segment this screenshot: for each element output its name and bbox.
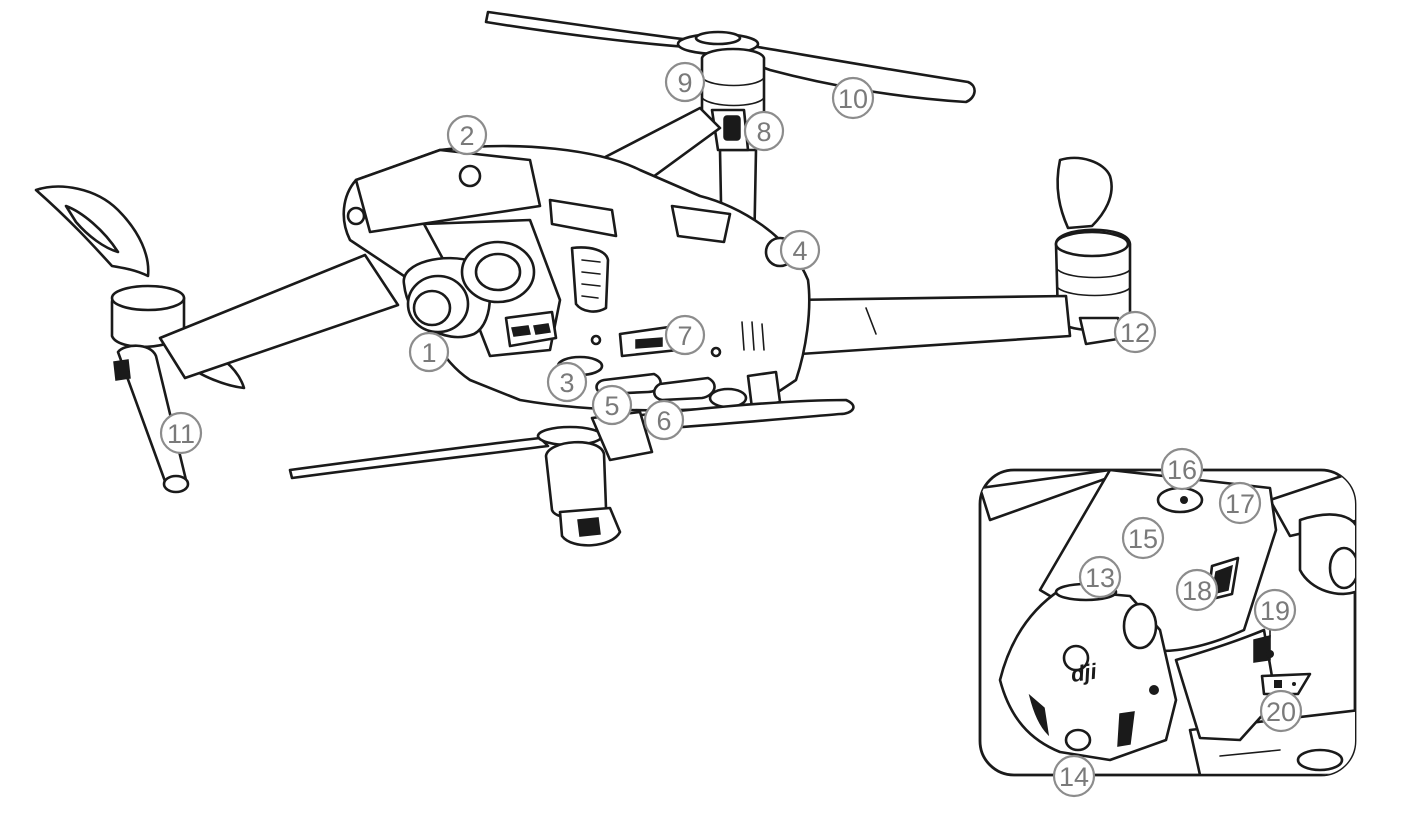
svg-text:4: 4 bbox=[792, 236, 807, 266]
callout-17: 17 bbox=[1218, 481, 1262, 525]
callout-6: 6 bbox=[643, 399, 685, 441]
callout-19: 19 bbox=[1253, 588, 1297, 632]
callout-14: 14 bbox=[1052, 754, 1096, 798]
callout-5: 5 bbox=[591, 384, 633, 426]
svg-text:3: 3 bbox=[559, 368, 574, 398]
svg-text:15: 15 bbox=[1128, 524, 1158, 554]
callout-7: 7 bbox=[664, 314, 706, 356]
svg-text:11: 11 bbox=[167, 419, 195, 449]
callouts: 1 2 3 4 5 6 7 8 9 10 11 12 13 14 15 16 1… bbox=[159, 61, 1303, 798]
port-cover bbox=[1260, 672, 1312, 696]
svg-text:20: 20 bbox=[1266, 697, 1296, 727]
svg-text:17: 17 bbox=[1225, 489, 1255, 519]
callout-4: 4 bbox=[779, 229, 821, 271]
callout-10: 10 bbox=[831, 76, 875, 120]
svg-text:2: 2 bbox=[459, 121, 474, 151]
right-front-arm bbox=[777, 156, 1132, 356]
callout-1: 1 bbox=[408, 331, 450, 373]
motor-indicator bbox=[723, 115, 741, 141]
svg-text:9: 9 bbox=[677, 68, 692, 98]
svg-text:5: 5 bbox=[604, 391, 619, 421]
callout-12: 12 bbox=[1113, 310, 1157, 354]
callout-20: 20 bbox=[1259, 689, 1303, 733]
bottom-propeller-motor bbox=[288, 398, 855, 547]
svg-text:6: 6 bbox=[656, 406, 671, 436]
inset-detail: dji bbox=[978, 468, 1357, 777]
power-led bbox=[1180, 496, 1188, 504]
callout-2: 2 bbox=[446, 114, 488, 156]
callout-9: 9 bbox=[664, 61, 706, 103]
svg-text:7: 7 bbox=[677, 321, 692, 351]
callout-18: 18 bbox=[1175, 568, 1219, 612]
callout-16: 16 bbox=[1160, 447, 1204, 491]
svg-text:1: 1 bbox=[421, 338, 436, 368]
svg-text:16: 16 bbox=[1167, 455, 1197, 485]
callout-15: 15 bbox=[1121, 516, 1165, 560]
drone-illustration bbox=[34, 10, 1132, 547]
svg-text:8: 8 bbox=[756, 117, 771, 147]
svg-text:19: 19 bbox=[1260, 596, 1290, 626]
gimbal-camera bbox=[402, 218, 562, 358]
callout-8: 8 bbox=[743, 110, 785, 152]
dji-logo: dji bbox=[1069, 658, 1099, 686]
callout-11: 11 bbox=[159, 411, 203, 455]
svg-text:14: 14 bbox=[1059, 762, 1089, 792]
svg-text:10: 10 bbox=[838, 84, 868, 114]
left-arm-clip bbox=[113, 359, 131, 381]
callout-13: 13 bbox=[1078, 555, 1122, 599]
svg-text:12: 12 bbox=[1120, 318, 1150, 348]
left-front-arm bbox=[34, 185, 400, 494]
svg-text:13: 13 bbox=[1085, 563, 1115, 593]
svg-text:18: 18 bbox=[1182, 576, 1212, 606]
callout-3: 3 bbox=[546, 361, 588, 403]
